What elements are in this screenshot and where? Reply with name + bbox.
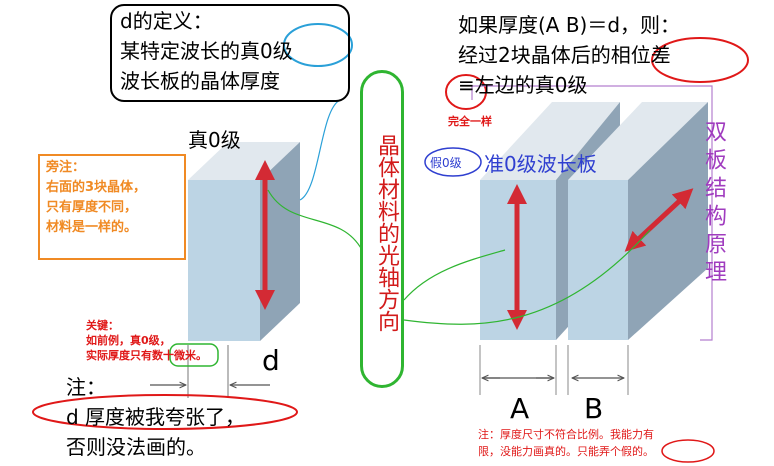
- bottom-right-note: 注：厚度尺寸不符合比例。我能力有 限，没能力画真的。只能弄个假的。: [478, 426, 654, 460]
- plate-b-front-face: [568, 180, 628, 340]
- definition-box: d的定义： 某特定波长的真0级 波长板的晶体厚度: [110, 4, 350, 102]
- condition-line: 如果厚度(A B)＝d，则：: [458, 13, 681, 37]
- definition-line1: 某特定波长的真0级: [120, 39, 293, 63]
- highlight-phase-diff-ellipse: [651, 37, 749, 83]
- highlight-real-zero-ellipse: [283, 23, 353, 67]
- label-a: A: [510, 392, 530, 425]
- plate-b-optic-axis-arrow: [624, 188, 694, 252]
- thickness-dimension-ab: [479, 345, 629, 395]
- real-zero-order-label: 真0级: [188, 128, 241, 152]
- connector-left-axis: [267, 189, 363, 251]
- key-note: 关键： 如前例，真0级， 实际厚度只有数十微米。: [86, 319, 207, 362]
- quasi-zero-label: 准0级波长板: [484, 152, 597, 176]
- crystal-top-face: [188, 142, 300, 180]
- definition-line2: 波长板的晶体厚度: [120, 69, 280, 93]
- highlight-equiv-ellipse: [445, 74, 487, 110]
- real-zero-order-crystal: [188, 142, 300, 341]
- connector-definition: [299, 99, 341, 201]
- exact-same-note: 完全一样: [448, 115, 492, 128]
- side-note-box: 旁注： 右面的3块晶体， 只有厚度不同， 材料是一样的。: [38, 154, 186, 260]
- highlight-d-note-ellipse: [32, 394, 298, 430]
- bottom-note-line1: d 厚度被我夸张了，: [66, 405, 246, 429]
- highlight-tens-microns-box: [169, 343, 219, 367]
- phase-diff-line: 经过2块晶体后的相位差: [458, 43, 671, 67]
- label-b: B: [584, 392, 604, 425]
- bottom-note-line2: 否则没法画的。: [66, 435, 206, 459]
- optic-axis-label: 晶体材料的光轴方向: [374, 134, 399, 332]
- highlight-fake-zero-ellipse: [424, 147, 482, 177]
- definition-title: d的定义：: [120, 9, 213, 33]
- optic-axis-label-box: 晶体材料的光轴方向: [360, 70, 404, 388]
- bottom-note-title: 注：: [66, 375, 106, 399]
- connector-plate-a-axis: [403, 249, 506, 301]
- thickness-dimension-d: [150, 345, 270, 398]
- bottom-note: 注： d 厚度被我夸张了， 否则没法画的。: [66, 372, 245, 462]
- connector-plate-b-axis: [403, 229, 651, 325]
- d-dimension-label: d: [262, 344, 280, 377]
- bottom-right-note-line1: 注：厚度尺寸不符合比例。我能力有: [478, 428, 654, 441]
- equiv-line: ≡左边的真0级: [458, 73, 588, 97]
- highlight-fake-ellipse: [661, 439, 715, 463]
- right-top-text: 如果厚度(A B)＝d，则： 经过2块晶体后的相位差 ≡左边的真0级: [458, 10, 680, 100]
- bottom-right-note-line2: 限，没能力画真的。只能弄个假的。: [478, 445, 654, 458]
- plate-b-top-face: [568, 102, 708, 180]
- dual-plate-bracket: [471, 85, 713, 341]
- crystal-plate-b: [568, 102, 708, 340]
- fake-zero-label: 假0级: [430, 156, 462, 170]
- crystal-front-face: [188, 180, 260, 341]
- plate-a-top-face: [480, 102, 620, 180]
- dual-plate-label: 双板结构原理: [701, 120, 726, 288]
